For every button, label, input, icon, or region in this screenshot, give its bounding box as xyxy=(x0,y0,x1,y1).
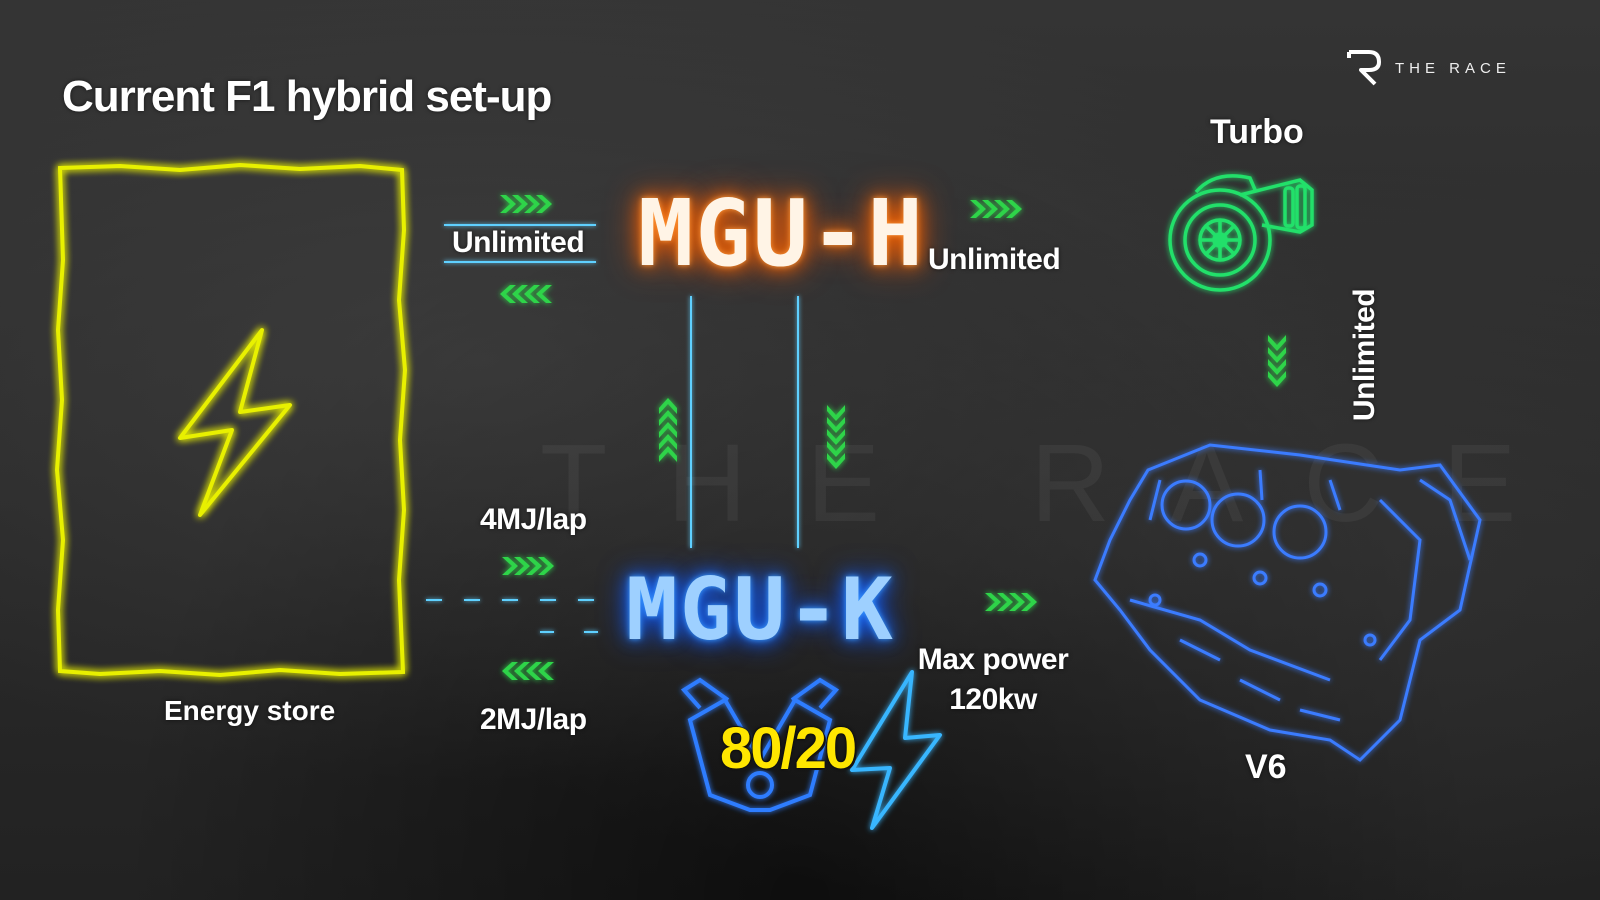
power-split-ratio: 80/20 xyxy=(720,716,857,781)
mgu-h-label: MGU-H xyxy=(638,180,925,287)
flow-line-store-mgu-h xyxy=(444,224,596,263)
flow-label-mgu-k-recovery: 4MJ/lap xyxy=(480,503,587,536)
flow-label-store-mgu-h: Unlimited xyxy=(452,226,585,259)
engine-label: V6 xyxy=(1245,748,1287,786)
arrow-right-store-to-mgu-h xyxy=(500,195,552,213)
watermark: THE RACE xyxy=(540,422,1577,545)
the-race-logo-icon xyxy=(1347,50,1381,86)
v-engine-icon xyxy=(680,677,840,812)
arrow-right-store-to-mgu-k xyxy=(502,557,554,575)
mgu-k-label: MGU-K xyxy=(626,560,895,660)
lightning-bolt-icon xyxy=(178,328,292,517)
arrow-down-turbo-to-engine xyxy=(1268,335,1286,387)
flow-label-mgu-k-deploy: 2MJ/lap xyxy=(480,703,587,736)
mgu-k-power-line2: 120kw xyxy=(949,683,1037,716)
arrow-left-mgu-k-to-store xyxy=(502,662,554,680)
arrow-right-mgu-k-to-engine xyxy=(985,593,1037,611)
lightning-bolt-icon xyxy=(850,670,942,830)
flow-label-mgu-h-turbo: Unlimited xyxy=(928,243,1061,276)
flow-line-mgu-h-mgu-k xyxy=(690,296,799,548)
brand-logo: THE RACE xyxy=(1345,48,1515,88)
page-title: Current F1 hybrid set-up xyxy=(62,72,552,121)
arrow-down-mgu-h-to-mgu-k xyxy=(827,405,845,469)
energy-store-box xyxy=(54,162,408,678)
flow-line-store-mgu-k xyxy=(426,599,612,633)
turbo-label: Turbo xyxy=(1210,113,1304,151)
arrow-left-mgu-h-to-store xyxy=(500,285,552,303)
engine-block-icon xyxy=(1093,443,1482,762)
flow-label-turbo-engine: Unlimited xyxy=(1348,288,1381,422)
arrow-right-mgu-h-to-turbo xyxy=(970,200,1022,218)
arrow-up-mgu-k-to-mgu-h xyxy=(659,398,677,462)
energy-store-label: Energy store xyxy=(164,695,336,726)
turbocharger-icon xyxy=(1168,174,1314,292)
mgu-k-power-label: Max power 120kw xyxy=(908,640,1078,720)
brand-name: THE RACE xyxy=(1395,60,1511,77)
mgu-k-power-line1: Max power xyxy=(917,643,1069,676)
